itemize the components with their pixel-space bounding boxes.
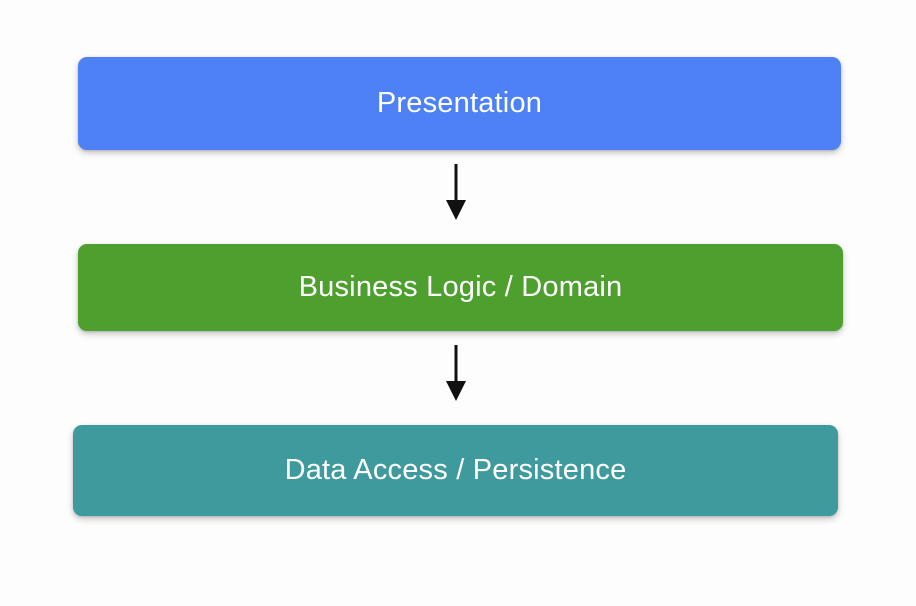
- arrow-down-icon: [444, 345, 468, 403]
- layer-label-presentation: Presentation: [376, 87, 543, 119]
- layer-box-presentation[interactable]: Presentation: [78, 57, 841, 150]
- layer-label-business-logic: Business Logic / Domain: [298, 271, 623, 303]
- arrow-down-icon: [444, 164, 468, 222]
- layer-box-data-access[interactable]: Data Access / Persistence: [73, 425, 838, 516]
- layer-box-business-logic[interactable]: Business Logic / Domain: [78, 244, 843, 331]
- layer-label-data-access: Data Access / Persistence: [284, 454, 627, 486]
